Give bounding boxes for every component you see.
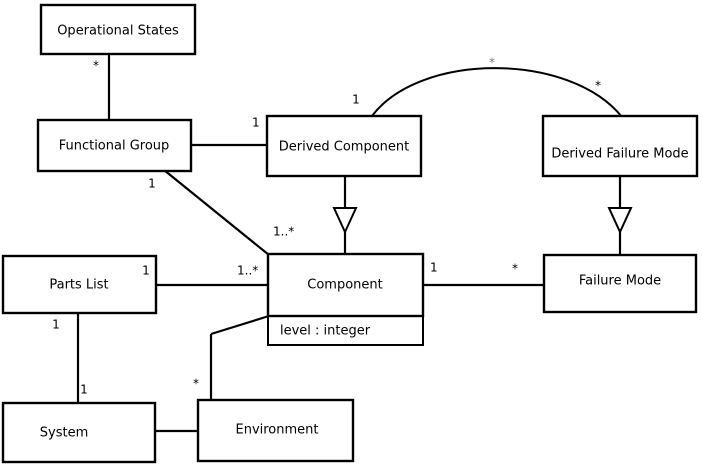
class-name-functional-group: Functional Group [59, 139, 170, 154]
multiplicity-functional-group-component: 1 [148, 177, 156, 191]
multiplicity-component-right: 1 [430, 261, 438, 275]
class-rect-failure-mode [542, 253, 698, 314]
class-name-system: System [40, 426, 88, 441]
class-box-functional-group[interactable]: Functional Group [36, 118, 193, 173]
multiplicity-parts-list-bottom: 1 [52, 318, 60, 332]
multiplicity-operational-states: * [93, 59, 99, 73]
class-rect-parts-list [1, 254, 158, 315]
multiplicity-arc-source: 1 [352, 93, 360, 107]
class-box-derived-component[interactable]: Derived Component [265, 114, 423, 178]
class-rect-functional-group [36, 118, 193, 173]
class-name-operational-states: Operational States [57, 24, 179, 39]
multiplicity-system-top: 1 [80, 383, 88, 397]
association-arc-derived-component-derived-failure-mode[interactable] [371, 67, 623, 118]
multiplicity-arc-apex: * [489, 56, 495, 70]
class-name-parts-list: Parts List [49, 278, 108, 293]
class-rect-system [1, 401, 157, 464]
class-rect-operational-states [39, 3, 197, 56]
class-name-derived-component: Derived Component [279, 140, 410, 155]
class-box-derived-failure-mode[interactable]: Derived Failure Mode [541, 114, 699, 178]
multiplicity-component-left: 1..* [237, 264, 258, 278]
class-rect-component [266, 252, 425, 318]
class-attribute-component-level: level : integer [280, 324, 371, 339]
multiplicity-parts-list-right: 1 [142, 264, 150, 278]
class-rect-derived-component [265, 114, 423, 178]
class-name-derived-failure-mode: Derived Failure Mode [551, 147, 688, 162]
class-name-failure-mode: Failure Mode [579, 274, 661, 289]
class-rect-environment [196, 398, 355, 463]
class-name-environment: Environment [235, 423, 318, 438]
class-box-parts-list[interactable]: Parts List [1, 254, 158, 315]
class-box-component[interactable]: Component level : integer [266, 252, 425, 346]
generalization-triangle-derived-component-component [332, 207, 358, 235]
multiplicity-component-top-left: 1..* [273, 225, 294, 239]
class-box-system[interactable]: System [1, 401, 157, 464]
class-box-environment[interactable]: Environment [196, 398, 355, 463]
class-box-operational-states[interactable]: Operational States [39, 3, 197, 56]
class-rect-derived-failure-mode [541, 114, 699, 178]
association-functional-group-component[interactable] [163, 169, 270, 256]
generalization-triangle-derived-failure-mode-failure-mode [607, 207, 633, 235]
multiplicity-derived-component-left: 1 [252, 116, 260, 130]
association-environment-component-diagonal[interactable] [210, 314, 270, 336]
multiplicity-environment-top: * [193, 377, 199, 391]
multiplicity-arc-target: * [595, 79, 601, 93]
class-box-failure-mode[interactable]: Failure Mode [542, 253, 698, 314]
class-name-component: Component [307, 278, 382, 293]
multiplicity-failure-mode-left: * [512, 262, 518, 276]
